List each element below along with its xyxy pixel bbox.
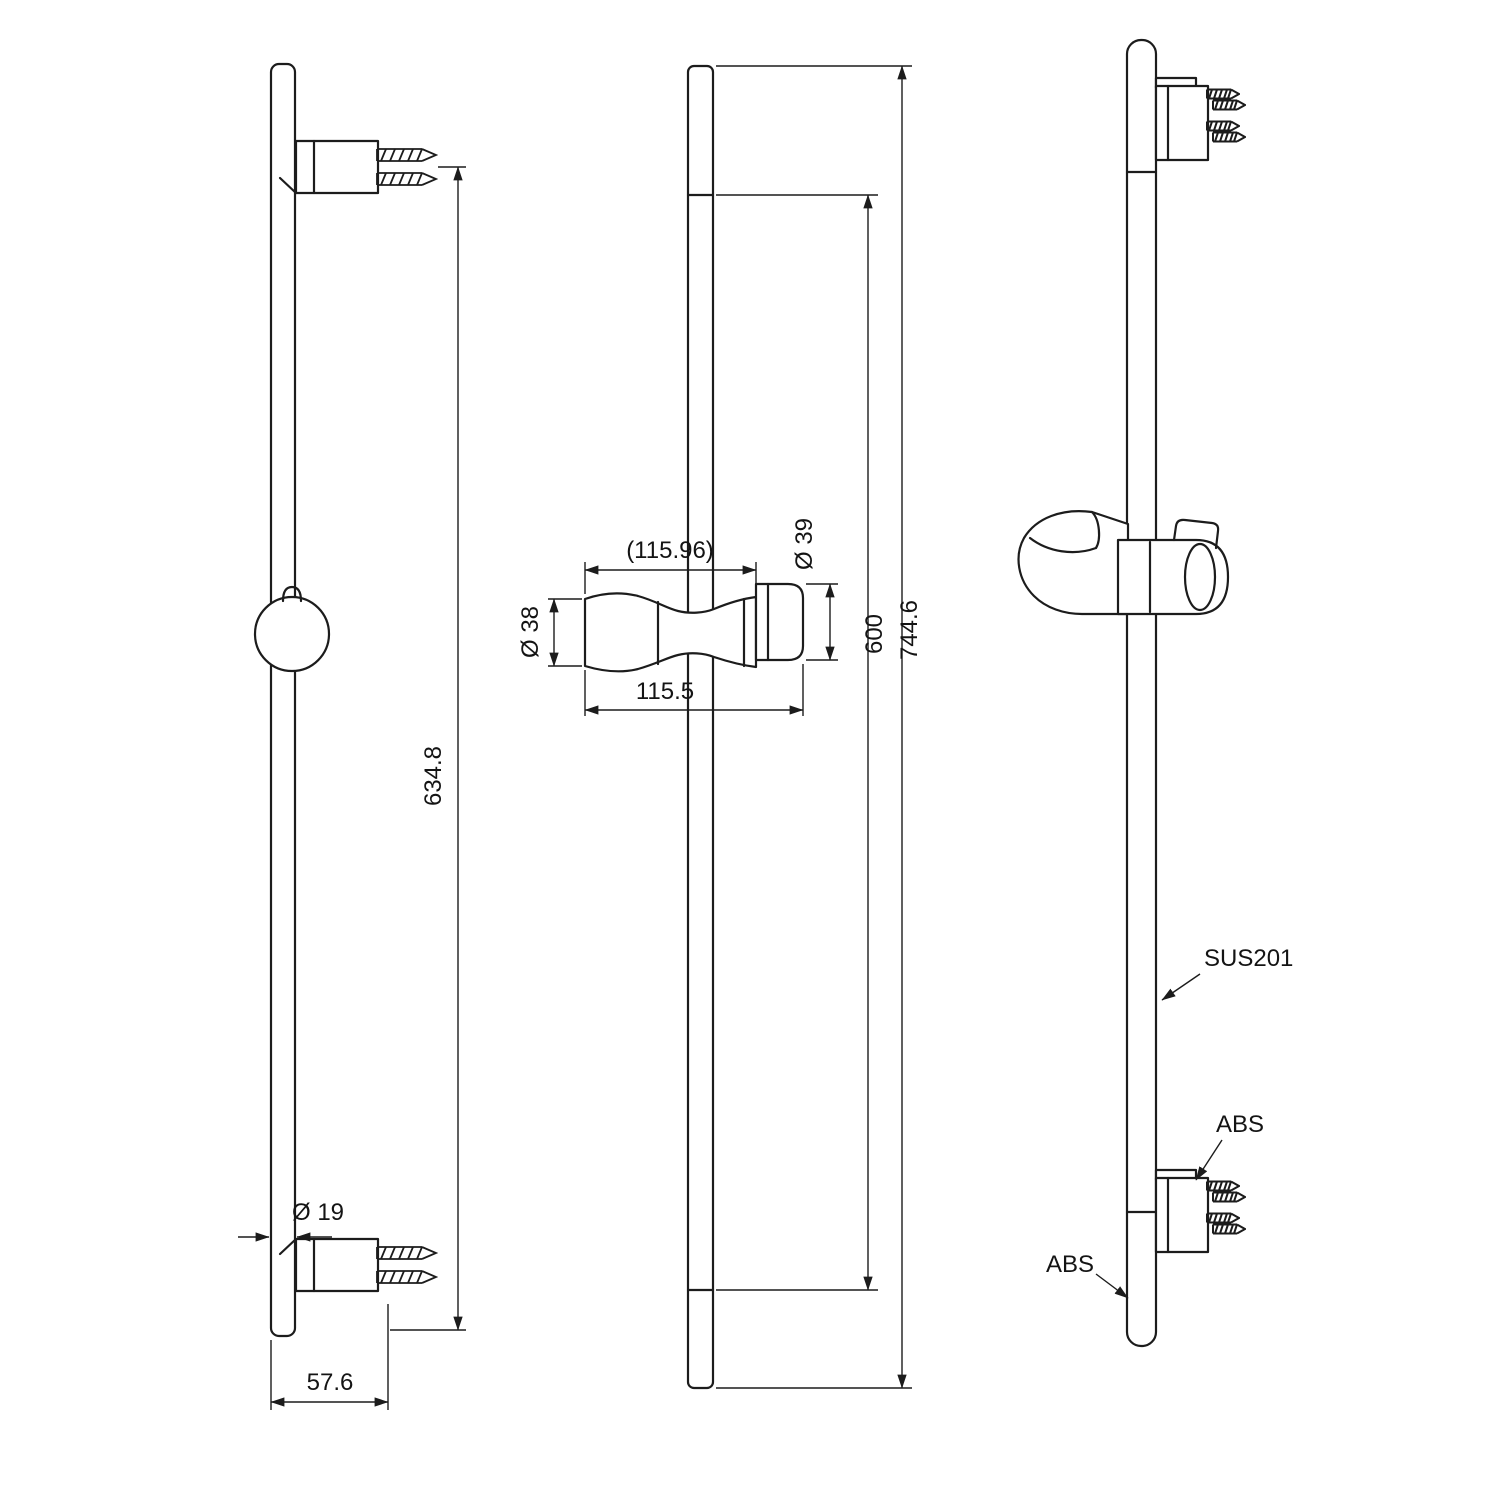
wall-bracket-top-3d — [1154, 76, 1246, 162]
label-bracket-material-upper: ABS — [1216, 1111, 1264, 1138]
dim-label-bar-length: 600 — [861, 614, 888, 654]
dim-label-mount-span: 634.8 — [420, 746, 447, 806]
dim-label-rail-diameter: Ø 19 — [292, 1199, 344, 1226]
knob-nub — [281, 585, 303, 603]
mounting-screw — [376, 172, 437, 186]
dimension-knob-diameter: Ø 39 — [791, 518, 838, 661]
dimension-total-length: 744.6 — [716, 65, 923, 1389]
holder-cup — [1017, 510, 1130, 616]
holder-body — [583, 592, 758, 673]
wall-bracket-top — [278, 139, 437, 195]
slider-clip — [1172, 518, 1220, 550]
mounting-screw — [1212, 1223, 1246, 1235]
wall-bracket-bottom — [278, 1237, 437, 1293]
mounting-screw — [376, 148, 437, 162]
knob-end-cap — [1183, 542, 1217, 612]
bracket-body — [1154, 84, 1210, 162]
dim-label-holder-width: 115.5 — [636, 678, 694, 705]
mounting-screw — [1206, 120, 1240, 132]
mounting-screw — [376, 1270, 437, 1284]
callout-bracket-material-upper: ABS — [1195, 1111, 1264, 1181]
slider-knob-3d — [1116, 538, 1230, 616]
mounting-screw — [1206, 1180, 1240, 1192]
bracket-body — [294, 139, 380, 195]
dim-label-total-length: 744.6 — [896, 600, 923, 660]
holder-knob — [754, 582, 805, 662]
leader-line — [1161, 973, 1201, 1001]
perspective-view: SUS201 ABS ABS — [1017, 38, 1293, 1348]
dimension-wall-offset: 57.6 — [270, 1304, 389, 1410]
mounting-screw — [376, 1246, 437, 1260]
dimension-mount-span: 634.8 — [390, 166, 466, 1331]
cup-rim-arc — [1090, 510, 1101, 550]
left-side-view: 634.8 Ø 19 57.6 — [238, 62, 466, 1410]
slider-knob-side — [253, 585, 331, 673]
label-rail-material: SUS201 — [1204, 945, 1293, 972]
bracket-clip-edge — [278, 1237, 298, 1256]
bracket-clip-edge — [278, 176, 298, 195]
dimension-holder-ref-width: (115.96) — [584, 537, 757, 594]
dimension-rail-diameter: Ø 19 — [238, 1199, 344, 1242]
rail-front-outline — [686, 64, 715, 1390]
dim-label-wall-offset: 57.6 — [307, 1369, 354, 1396]
callout-rail-material: SUS201 — [1161, 945, 1293, 1001]
front-view: (115.96) 115.5 Ø 38 Ø 39 600 — [517, 64, 923, 1390]
dimension-bar-length: 600 — [716, 194, 888, 1291]
leader-line — [1095, 1273, 1129, 1299]
callout-bracket-material-lower: ABS — [1046, 1251, 1129, 1299]
bracket-body — [294, 1237, 380, 1293]
dimension-holder-diameter: Ø 38 — [517, 598, 582, 667]
dim-label-holder-diameter: Ø 38 — [517, 606, 544, 658]
slider-assembly-3d — [1017, 510, 1230, 616]
rail-3d-outline — [1125, 38, 1158, 1348]
mounting-screw — [1212, 99, 1246, 111]
dim-label-holder-ref-width: (115.96) — [626, 537, 714, 564]
mounting-screw — [1212, 131, 1246, 143]
bracket-body — [1154, 1176, 1210, 1254]
dim-label-knob-diameter: Ø 39 — [791, 518, 818, 570]
label-bracket-material-lower: ABS — [1046, 1251, 1094, 1278]
mounting-screw — [1206, 1212, 1240, 1224]
slider-holder-front — [583, 582, 805, 673]
rail-side-outline — [269, 62, 297, 1338]
dimension-holder-width: 115.5 — [584, 664, 804, 716]
leader-line — [1195, 1139, 1223, 1181]
mounting-screw — [1212, 1191, 1246, 1203]
cup-lip-arc — [1028, 536, 1098, 554]
knob-circle — [253, 595, 331, 673]
wall-bracket-bottom-3d — [1154, 1168, 1246, 1254]
mounting-screw — [1206, 88, 1240, 100]
